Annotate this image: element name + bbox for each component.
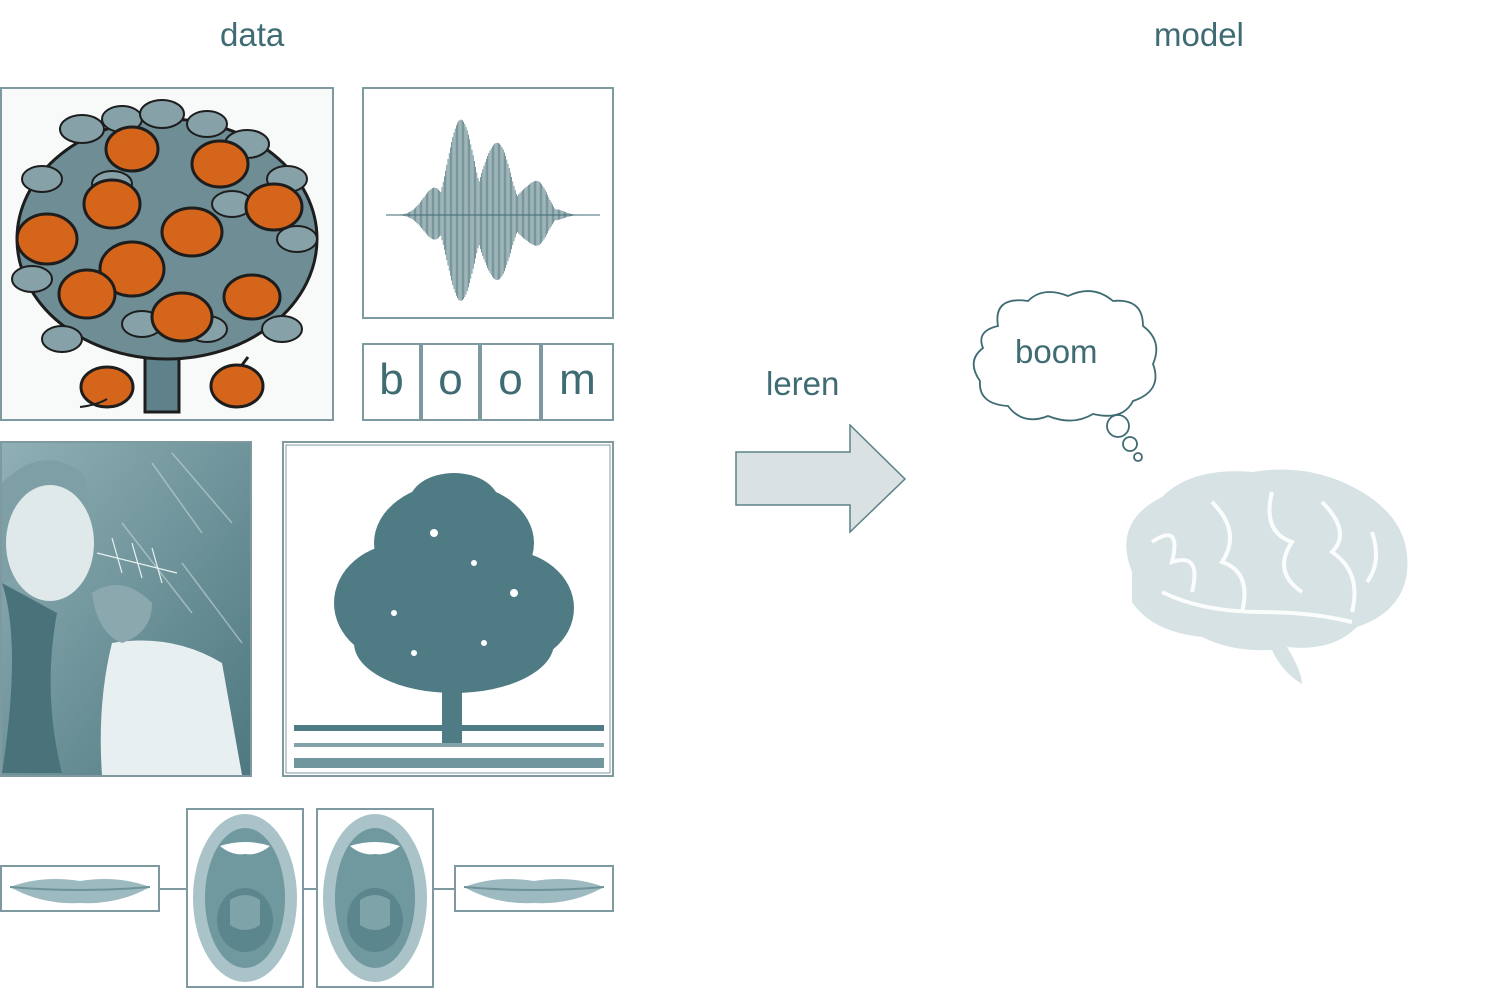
right-arrow-icon	[735, 424, 907, 534]
fruit-tree-illustration	[0, 87, 334, 421]
closed-lips-right	[454, 865, 614, 912]
sound-waveform-image	[362, 87, 614, 319]
tree-silhouette-photo	[282, 441, 614, 777]
arrow-label: leren	[766, 365, 840, 402]
waveform-graphic	[386, 119, 600, 301]
thought-text: boom	[1015, 333, 1098, 370]
model-heading: model	[1154, 16, 1244, 53]
brain-icon	[1126, 469, 1408, 684]
open-mouth-1	[186, 808, 304, 988]
thought-cloud-icon	[972, 290, 1158, 462]
closed-lips-left	[0, 865, 160, 912]
data-heading: data	[220, 16, 285, 53]
letter-box-m: m	[541, 343, 614, 421]
mouth-connector-line	[158, 888, 456, 890]
letter-box-o-2: o	[480, 343, 541, 421]
letter-box-o-1: o	[421, 343, 480, 421]
open-mouth-2	[316, 808, 434, 988]
girl-smelling-branch-photo	[0, 441, 252, 777]
letter-box-b: b	[362, 343, 421, 421]
